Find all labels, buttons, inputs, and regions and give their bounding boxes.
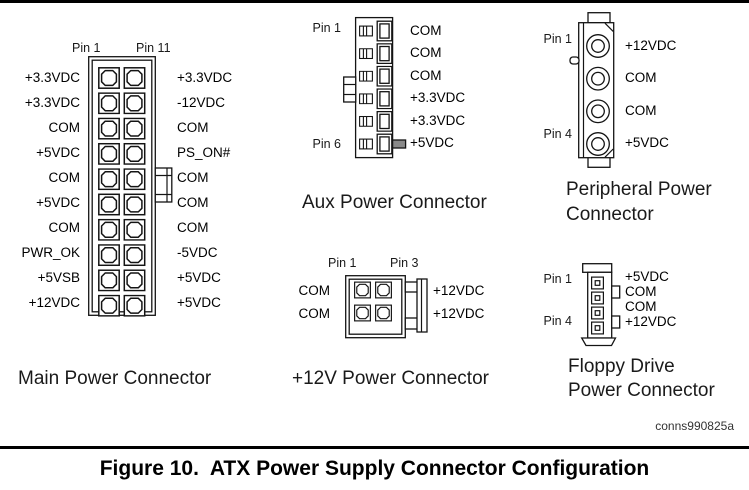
aux-pin-label: +3.3VDC — [410, 113, 466, 128]
aux-connector-title: Aux Power Connector — [302, 192, 487, 213]
figure-caption: Figure 10. ATX Power Supply Connector Co… — [99, 457, 650, 480]
peripheral-pin1-label: Pin 1 — [543, 32, 573, 46]
main-pin11-label: Pin 11 — [136, 41, 171, 55]
main-left-pin-label: COM — [48, 220, 81, 235]
main-left-pin-label: +5VSB — [37, 270, 80, 285]
floppy-connector-title: Floppy Drive Power Connector — [568, 356, 715, 401]
aux-pin-label: +3.3VDC — [410, 90, 466, 105]
main-right-pin-label: +5VDC — [177, 270, 221, 285]
twelve-v-latch — [404, 278, 428, 333]
twelve-v-connector-title: +12V Power Connector — [292, 368, 489, 389]
floppy-pin-label: COM — [625, 299, 657, 314]
peripheral-connector-title: Peripheral Power Connector — [566, 179, 712, 225]
floppy-pin-label: COM — [625, 284, 657, 299]
floppy-right-tab — [611, 315, 621, 329]
peripheral-bottom-tab — [587, 156, 611, 168]
main-right-pin-label: +5VDC — [177, 295, 221, 310]
main-right-pin-label: COM — [177, 220, 209, 235]
floppy-right-tab — [611, 285, 621, 299]
main-right-pin-label: -12VDC — [177, 95, 226, 110]
peripheral-connector-drawing — [569, 12, 615, 168]
main-right-pin-label: +3.3VDC — [177, 70, 233, 85]
main-connector-drawing — [88, 56, 173, 317]
main-pin1-label: Pin 1 — [72, 41, 101, 55]
figure-bottom-rule — [0, 446, 749, 449]
floppy-pin1-label: Pin 1 — [543, 272, 573, 286]
aux-pin-label: COM — [410, 45, 442, 60]
main-connector-title: Main Power Connector — [18, 368, 212, 389]
main-left-pin-label: +5VDC — [36, 195, 80, 210]
twelve-v-left-pin-label: COM — [298, 306, 331, 321]
main-right-pin-label: PS_ON# — [177, 145, 231, 160]
main-connector-latch — [154, 167, 173, 203]
main-right-pin-label: COM — [177, 170, 209, 185]
aux-pin-label: COM — [410, 23, 442, 38]
aux-pin-label: COM — [410, 68, 442, 83]
peripheral-pin-sockets — [586, 34, 610, 156]
main-right-pin-label: -5VDC — [177, 245, 218, 260]
figure-doc-code: conns990825a — [655, 419, 734, 433]
aux-connector-latch — [343, 76, 357, 103]
aux-pin6-stub — [391, 139, 407, 149]
peripheral-pin-label: +12VDC — [625, 38, 677, 53]
peripheral-top-tab — [587, 12, 611, 24]
twelve-v-pin1-label: Pin 1 — [328, 256, 357, 270]
peripheral-side-stub — [569, 56, 580, 65]
main-left-pin-label: COM — [48, 170, 81, 185]
floppy-top-lip — [582, 263, 613, 273]
aux-pin6-label: Pin 6 — [312, 137, 342, 151]
floppy-pin-label: +5VDC — [625, 269, 669, 284]
twelve-v-left-pin-label: COM — [298, 283, 331, 298]
floppy-pin-label: +12VDC — [625, 314, 677, 329]
aux-pin1-label: Pin 1 — [312, 21, 342, 35]
main-left-pin-label: PWR_OK — [21, 245, 80, 260]
peripheral-pin-label: COM — [625, 103, 657, 118]
main-right-pin-label: COM — [177, 120, 209, 135]
main-left-pin-label: +3.3VDC — [24, 70, 80, 85]
aux-pin-label: +5VDC — [410, 135, 454, 150]
main-left-pin-label: +3.3VDC — [24, 95, 80, 110]
floppy-pin4-label: Pin 4 — [543, 314, 573, 328]
peripheral-pin4-label: Pin 4 — [543, 127, 573, 141]
twelve-v-pin3-label: Pin 3 — [390, 256, 419, 270]
floppy-connector-drawing — [580, 263, 621, 347]
main-right-pin-label: COM — [177, 195, 209, 210]
twelve-v-connector-drawing — [345, 275, 428, 339]
main-left-pin-label: COM — [48, 120, 81, 135]
twelve-v-right-pin-label: +12VDC — [433, 306, 485, 321]
peripheral-pin-label: COM — [625, 70, 657, 85]
main-left-pin-label: +5VDC — [36, 145, 80, 160]
figure-top-rule — [0, 0, 749, 3]
floppy-bottom-flange — [580, 337, 617, 347]
peripheral-pin-label: +5VDC — [625, 135, 669, 150]
main-left-pin-label: +12VDC — [28, 295, 80, 310]
twelve-v-right-pin-label: +12VDC — [433, 283, 485, 298]
aux-connector-drawing — [343, 16, 407, 159]
